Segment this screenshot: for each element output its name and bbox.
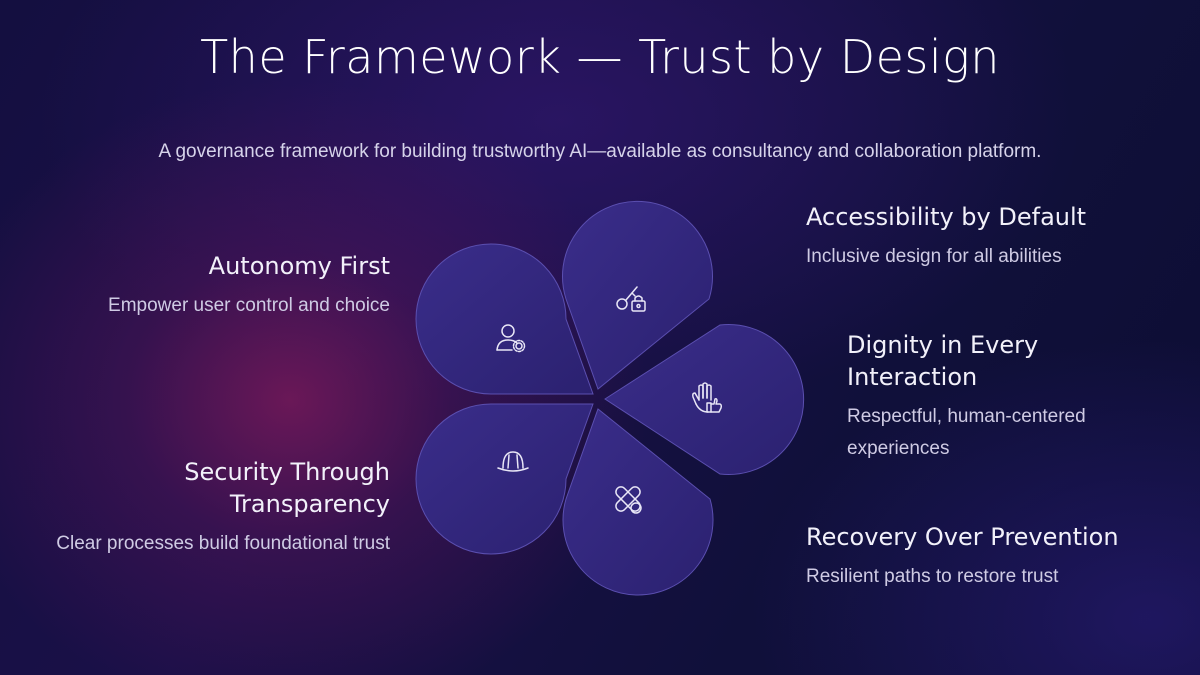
key-lock-icon [616, 286, 646, 312]
bandage-icon [615, 486, 642, 514]
petal-autonomy[interactable] [415, 243, 594, 395]
petal-security[interactable] [415, 403, 594, 555]
petal-dignity[interactable] [604, 324, 805, 475]
security-description: Clear processes build foundational trust [56, 533, 390, 554]
security-title-line2: Transparency [229, 490, 390, 518]
petal-accessibility[interactable] [562, 200, 713, 390]
dignity-title-line1: Dignity in Every [847, 331, 1039, 359]
label-autonomy: Autonomy First Empower user control and … [60, 250, 390, 322]
security-title-line1: Security Through [184, 458, 390, 486]
autonomy-title: Autonomy First [208, 252, 390, 280]
dignity-title-line2: Interaction [847, 363, 978, 391]
hand-thumbs-up-icon [692, 382, 723, 413]
recovery-description: Resilient paths to restore trust [806, 566, 1059, 587]
autonomy-description: Empower user control and choice [108, 295, 390, 316]
recovery-title: Recovery Over Prevention [806, 523, 1119, 551]
dignity-description-line2: experiences [847, 438, 950, 459]
accessibility-description: Inclusive design for all abilities [806, 246, 1062, 267]
helmet-icon [497, 451, 529, 472]
user-gear-icon [496, 324, 526, 353]
page-title: The Framework — Trust by Design [200, 30, 1000, 84]
page-subtitle: A governance framework for building trus… [158, 141, 1042, 162]
accessibility-title: Accessibility by Default [806, 203, 1087, 231]
label-recovery: Recovery Over Prevention Resilient paths… [806, 521, 1186, 593]
dignity-description-line1: Respectful, human-centered [847, 406, 1086, 427]
label-accessibility: Accessibility by Default Inclusive desig… [806, 201, 1186, 273]
label-security: Security Through Transparency Clear proc… [20, 456, 390, 560]
label-dignity: Dignity in Every Interaction Respectful,… [847, 329, 1147, 465]
